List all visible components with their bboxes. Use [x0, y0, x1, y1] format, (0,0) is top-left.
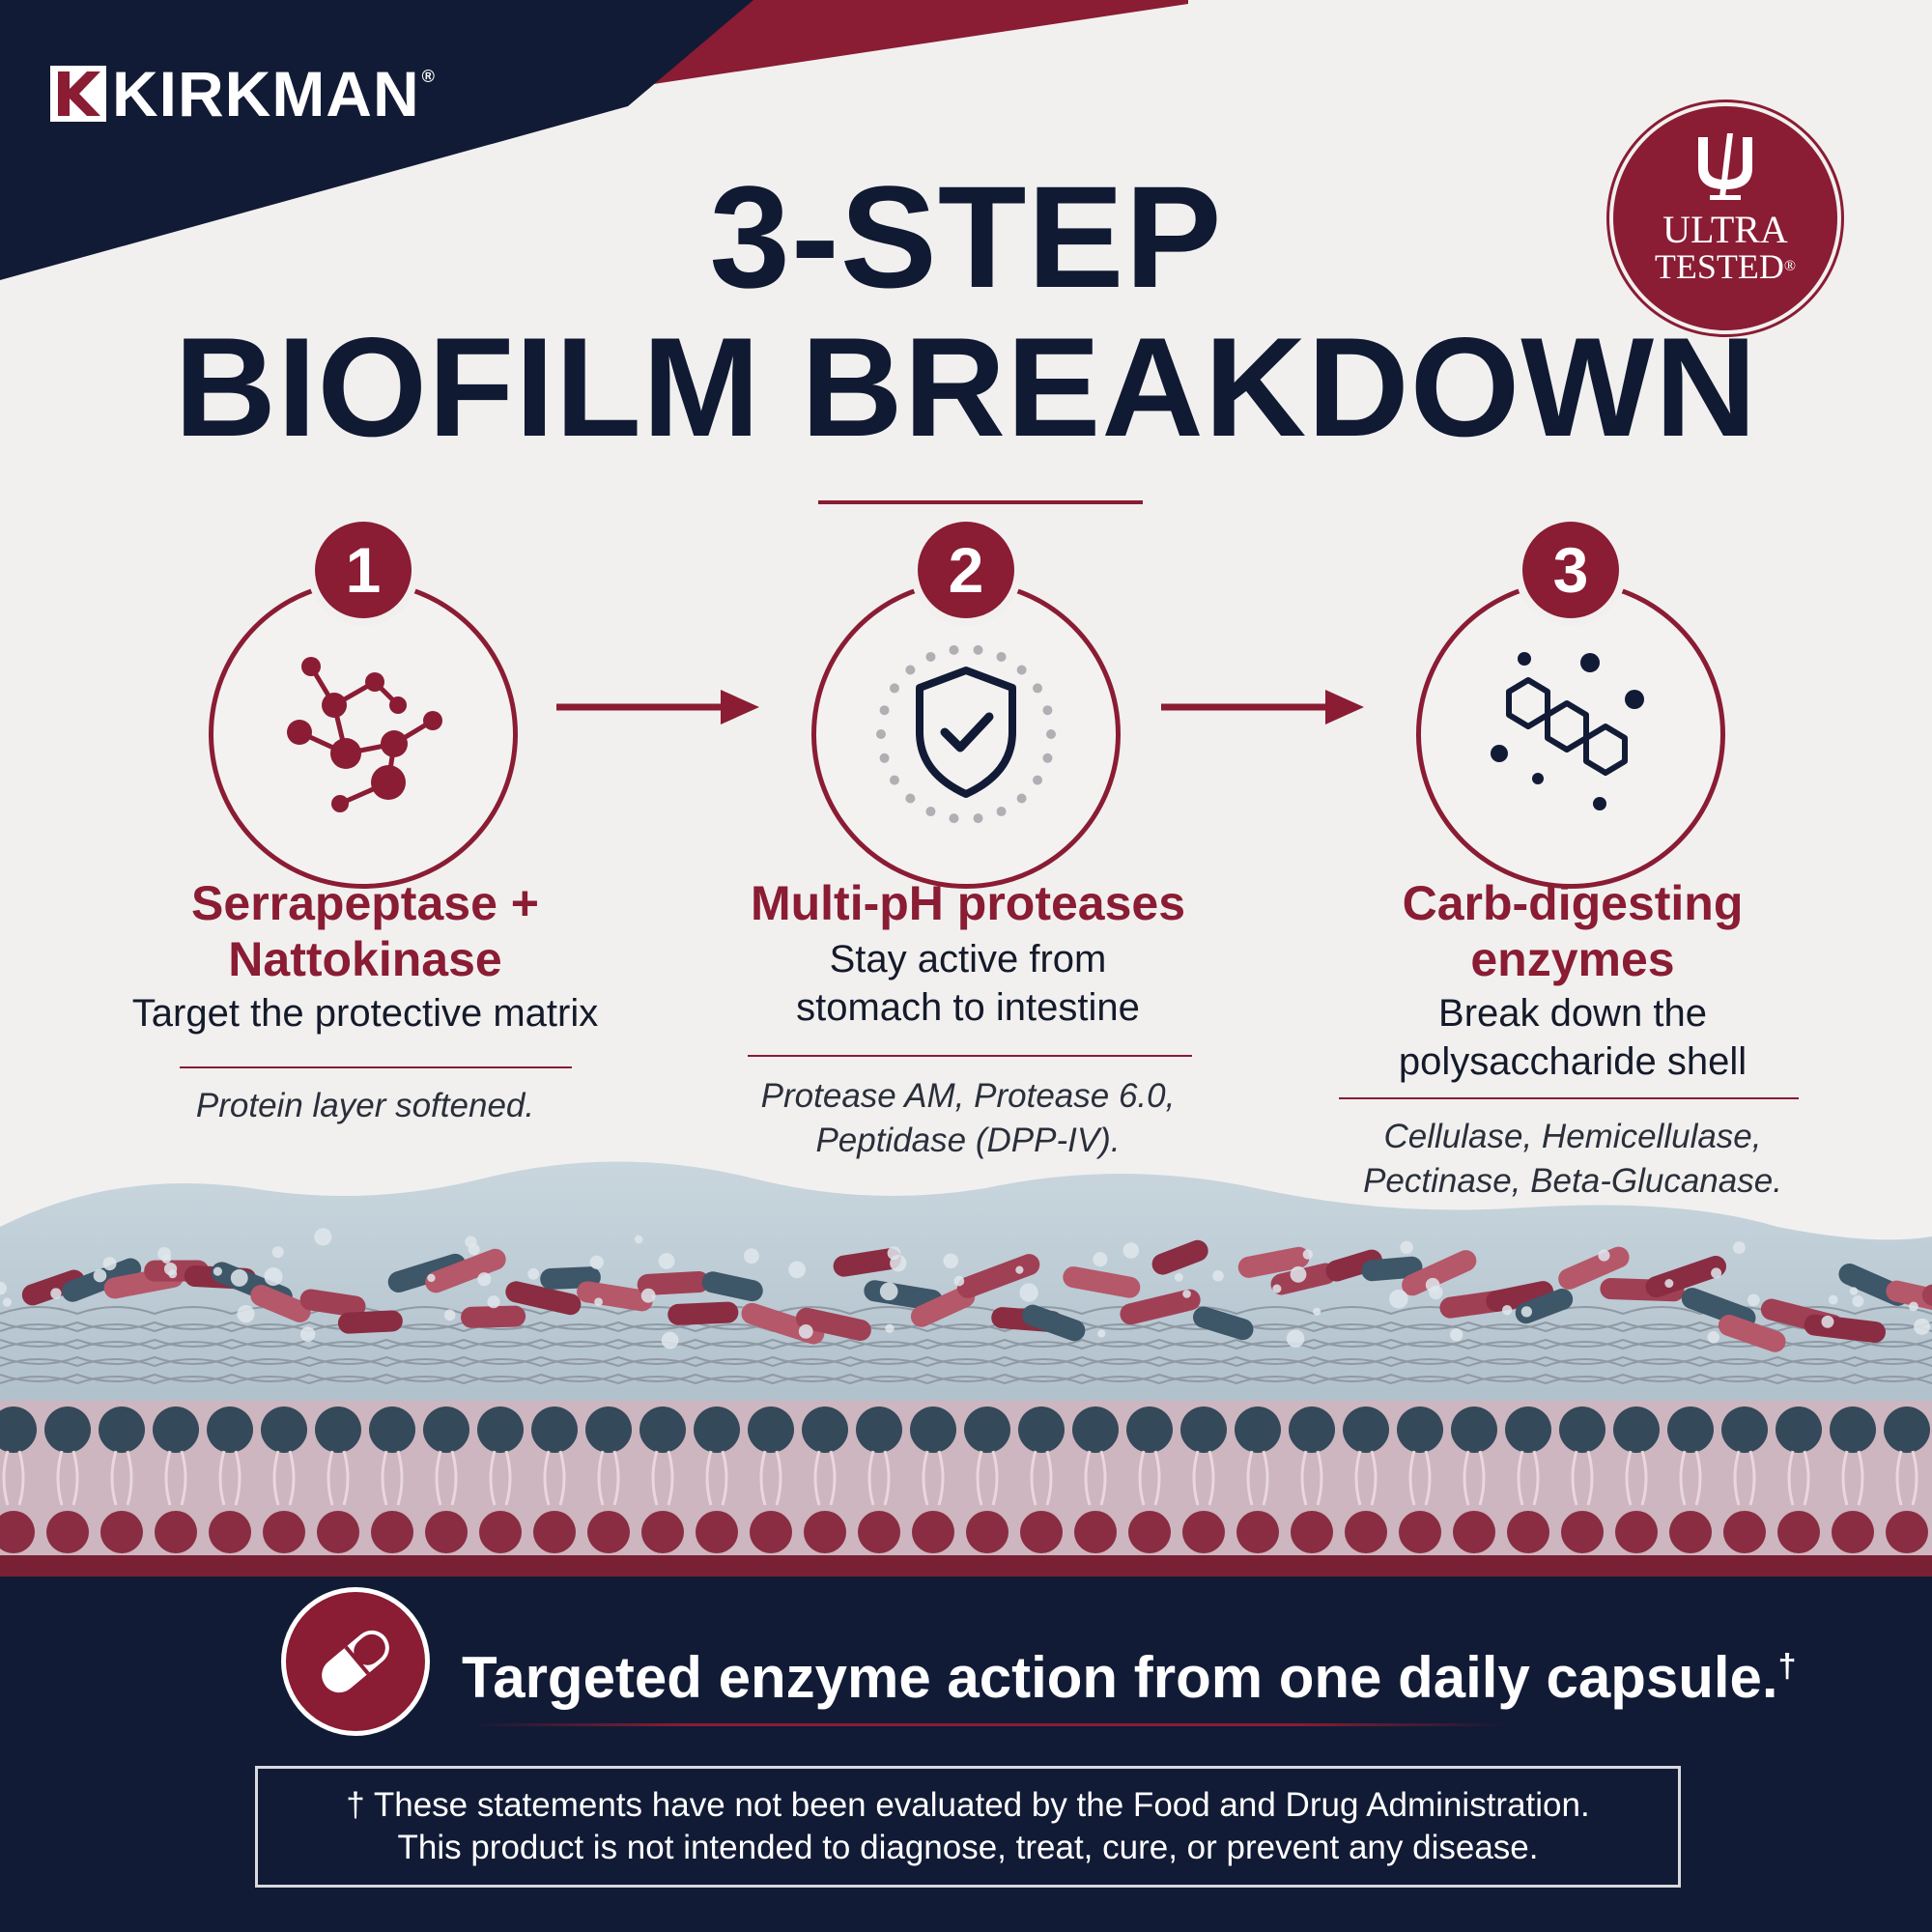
step-note-line-2: Peptidase (DPP-IV). — [815, 1122, 1121, 1159]
brand-name: KIRKMAN — [112, 58, 420, 129]
step-number-badge: 3 — [1522, 522, 1619, 618]
kirkman-k-icon — [50, 66, 106, 122]
step-divider — [748, 1055, 1192, 1057]
title-divider — [818, 500, 1143, 504]
step-note-line-1: Cellulase, Hemicellulase, — [1383, 1118, 1762, 1155]
fda-disclaimer-line-1: † These statements have not been evaluat… — [346, 1786, 1590, 1824]
step-note: Protein layer softened. — [195, 1087, 535, 1124]
step-description-line-2: polysaccharide shell — [1398, 1040, 1747, 1083]
step-3: 3 Carb-digesting enzymes Break down the … — [1302, 522, 1843, 1217]
page-title-line-1: 3-STEP — [709, 156, 1223, 318]
seal-text-ultra: ULTRA — [1662, 208, 1788, 251]
step-number-badge: 1 — [315, 522, 412, 618]
step-description-line-1: Stay active from — [829, 938, 1107, 980]
footer-tagline-text: Targeted enzyme action from one daily ca… — [462, 1645, 1778, 1710]
step-circle — [1416, 580, 1725, 889]
fda-disclaimer-line-2: This product is not intended to diagnose… — [397, 1829, 1539, 1866]
hexagon-chain-icon — [1491, 652, 1644, 810]
seal-registered-mark: ® — [1783, 258, 1797, 274]
step-note-line-2: Pectinase, Beta-Glucanase. — [1363, 1162, 1782, 1200]
footer-tagline: Targeted enzyme action from one daily ca… — [462, 1633, 1797, 1712]
biofilm-illustration — [0, 1161, 1932, 1584]
capsule-icon — [322, 1630, 389, 1693]
step-heading-line-2: enzymes — [1470, 932, 1675, 986]
arrow-right-icon — [556, 690, 759, 724]
step-description-line-2: stomach to intestine — [796, 986, 1140, 1029]
footer-tagline-divider — [473, 1723, 1507, 1726]
arrow-right-icon — [1161, 690, 1364, 724]
step-heading-line-1: Carb-digesting — [1402, 876, 1744, 930]
step-note-line-1: Protease AM, Protease 6.0, — [760, 1077, 1176, 1115]
ultra-tested-u-icon — [1698, 133, 1752, 200]
header-banner — [0, 0, 1188, 290]
step-2: 2 Multi-pH proteases Stay active from st… — [697, 522, 1238, 1217]
step-heading-line-1: Multi-pH proteases — [750, 876, 1186, 930]
brand-logo: KIRKMAN® — [50, 58, 436, 129]
step-description: Target the protective matrix — [131, 992, 599, 1035]
molecule-network-icon — [287, 657, 442, 812]
footer-tagline-dagger: † — [1777, 1648, 1797, 1685]
step-description-line-1: Break down the — [1438, 992, 1707, 1035]
step-heading-line-1: Serrapeptase + — [191, 876, 539, 930]
step-1: 1 Serrapeptase + Nattokinase Target the … — [95, 522, 636, 1217]
step-divider — [1339, 1097, 1799, 1099]
step-circle — [811, 580, 1121, 889]
fda-disclaimer-box: † These statements have not been evaluat… — [255, 1766, 1681, 1888]
ultra-tested-seal: ULTRA TESTED® — [1613, 106, 1837, 330]
step-number-badge: 2 — [918, 522, 1014, 618]
brand-registered-mark: ® — [421, 66, 436, 86]
step-heading-line-2: Nattokinase — [228, 932, 502, 986]
capsule-badge — [286, 1592, 425, 1731]
step-divider — [180, 1066, 572, 1068]
shield-check-icon — [876, 644, 1056, 824]
seal-text-tested: TESTED — [1654, 247, 1784, 286]
page-title-line-2: BIOFILM BREAKDOWN — [174, 308, 1758, 466]
